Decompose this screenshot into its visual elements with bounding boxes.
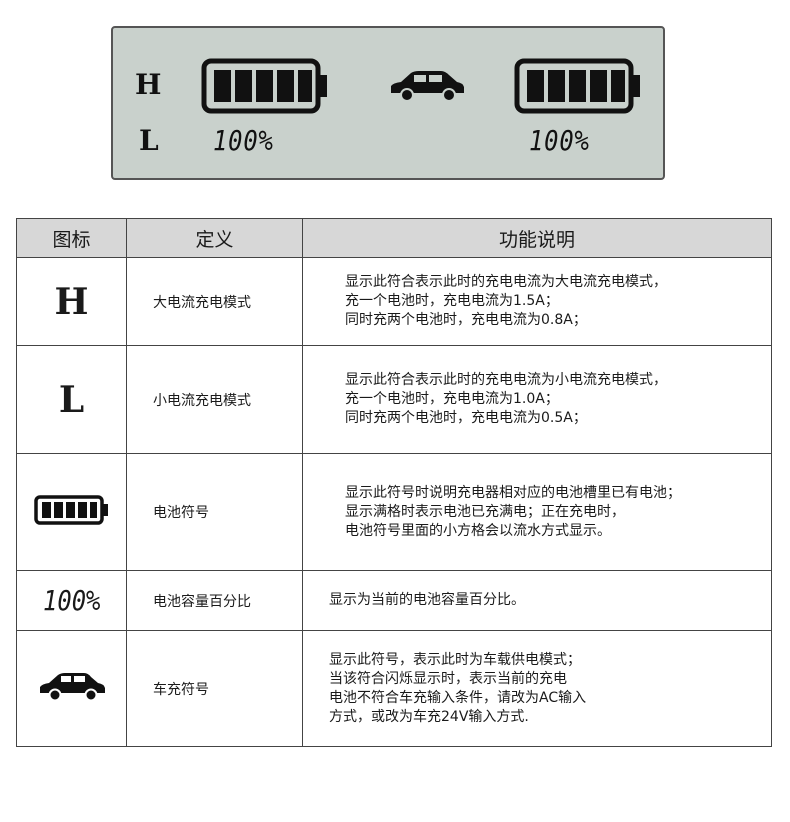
header-definition: 定义 <box>126 218 303 258</box>
description-line: 显示此符合表示此时的充电电流为小电流充电模式， <box>345 372 667 388</box>
lcd-display: H L 100% 100% <box>111 26 665 180</box>
car-icon <box>39 672 105 701</box>
lcd-left-percent: 100% <box>213 124 274 157</box>
description-line: 充一个电池时，充电电流为1.0A； <box>345 391 559 407</box>
table-row: 100% 电池容量百分比 显示为当前的电池容量百分比。 <box>16 570 772 631</box>
row-definition: 车充符号 <box>126 630 303 747</box>
row-description: 显示此符合表示此时的充电电流为大电流充电模式， 充一个电池时，充电电流为1.5A… <box>302 257 772 346</box>
row-definition: 小电流充电模式 <box>126 345 303 454</box>
description-line: 电池不符合车充输入条件，请改为AC输入 <box>329 689 587 706</box>
table-row: L 小电流充电模式 显示此符合表示此时的充电电流为小电流充电模式， 充一个电池时… <box>16 345 772 454</box>
row-definition: 大电流充电模式 <box>126 257 303 346</box>
description-line: 显示满格时表示电池已充满电；正在充电时， <box>345 503 625 520</box>
table-row: 车充符号 显示此符号，表示此时为车载供电模式； 当该符合闪烁显示时，表示当前的充… <box>16 630 772 747</box>
table-row: 电池符号 显示此符号时说明充电器相对应的电池槽里已有电池； 显示满格时表示电池已… <box>16 453 772 571</box>
h-mode-symbol: H <box>54 280 89 323</box>
description-line: 显示此符合表示此时的充电电流为大电流充电模式， <box>345 274 667 290</box>
description-line: 显示此符号时说明充电器相对应的电池槽里已有电池； <box>345 484 681 501</box>
description-line: 同时充两个电池时，充电电流为0.8A； <box>345 312 587 328</box>
symbol-table: 图标 定义 功能说明 H 大电流充电模式 显示此符合表示此时的充电电流为大电流充… <box>16 218 772 747</box>
lcd-mode-low: L <box>139 124 159 157</box>
row-icon-cell <box>16 630 127 747</box>
row-definition: 电池符号 <box>126 453 303 571</box>
description-line: 电池符号里面的小方格会以流水方式显示。 <box>345 522 611 539</box>
row-icon-cell: L <box>16 345 127 454</box>
row-description: 显示此符合表示此时的充电电流为小电流充电模式， 充一个电池时，充电电流为1.0A… <box>302 345 772 454</box>
table-row: H 大电流充电模式 显示此符合表示此时的充电电流为大电流充电模式， 充一个电池时… <box>16 257 772 346</box>
row-description: 显示此符号时说明充电器相对应的电池槽里已有电池； 显示满格时表示电池已充满电；正… <box>302 453 772 571</box>
lcd-right-percent: 100% <box>529 124 590 157</box>
description-line: 显示此符号，表示此时为车载供电模式； <box>329 651 581 668</box>
lcd-mode-high: H <box>135 68 162 101</box>
table-header-row: 图标 定义 功能说明 <box>16 218 772 258</box>
description-line: 显示为当前的电池容量百分比。 <box>329 592 525 608</box>
row-description: 显示为当前的电池容量百分比。 <box>302 570 772 631</box>
description-line: 方式，或改为车充24V输入方式. <box>329 708 529 725</box>
description-line: 当该符合闪烁显示时，表示当前的充电 <box>329 670 567 687</box>
row-icon-cell: 100% <box>16 570 127 631</box>
row-icon-cell: H <box>16 257 127 346</box>
header-description: 功能说明 <box>302 218 772 258</box>
percent-symbol: 100% <box>42 584 101 617</box>
lcd-car-icon <box>391 71 464 102</box>
lcd-right-battery-icon <box>514 58 640 114</box>
battery-icon <box>33 495 108 525</box>
l-mode-symbol: L <box>58 378 85 421</box>
description-line: 充一个电池时，充电电流为1.5A； <box>345 293 559 309</box>
row-definition: 电池容量百分比 <box>126 570 303 631</box>
lcd-left-battery-icon <box>201 58 327 114</box>
description-line: 同时充两个电池时，充电电流为0.5A； <box>345 410 587 426</box>
header-icon: 图标 <box>16 218 127 258</box>
row-description: 显示此符号，表示此时为车载供电模式； 当该符合闪烁显示时，表示当前的充电 电池不… <box>302 630 772 747</box>
row-icon-cell <box>16 453 127 571</box>
